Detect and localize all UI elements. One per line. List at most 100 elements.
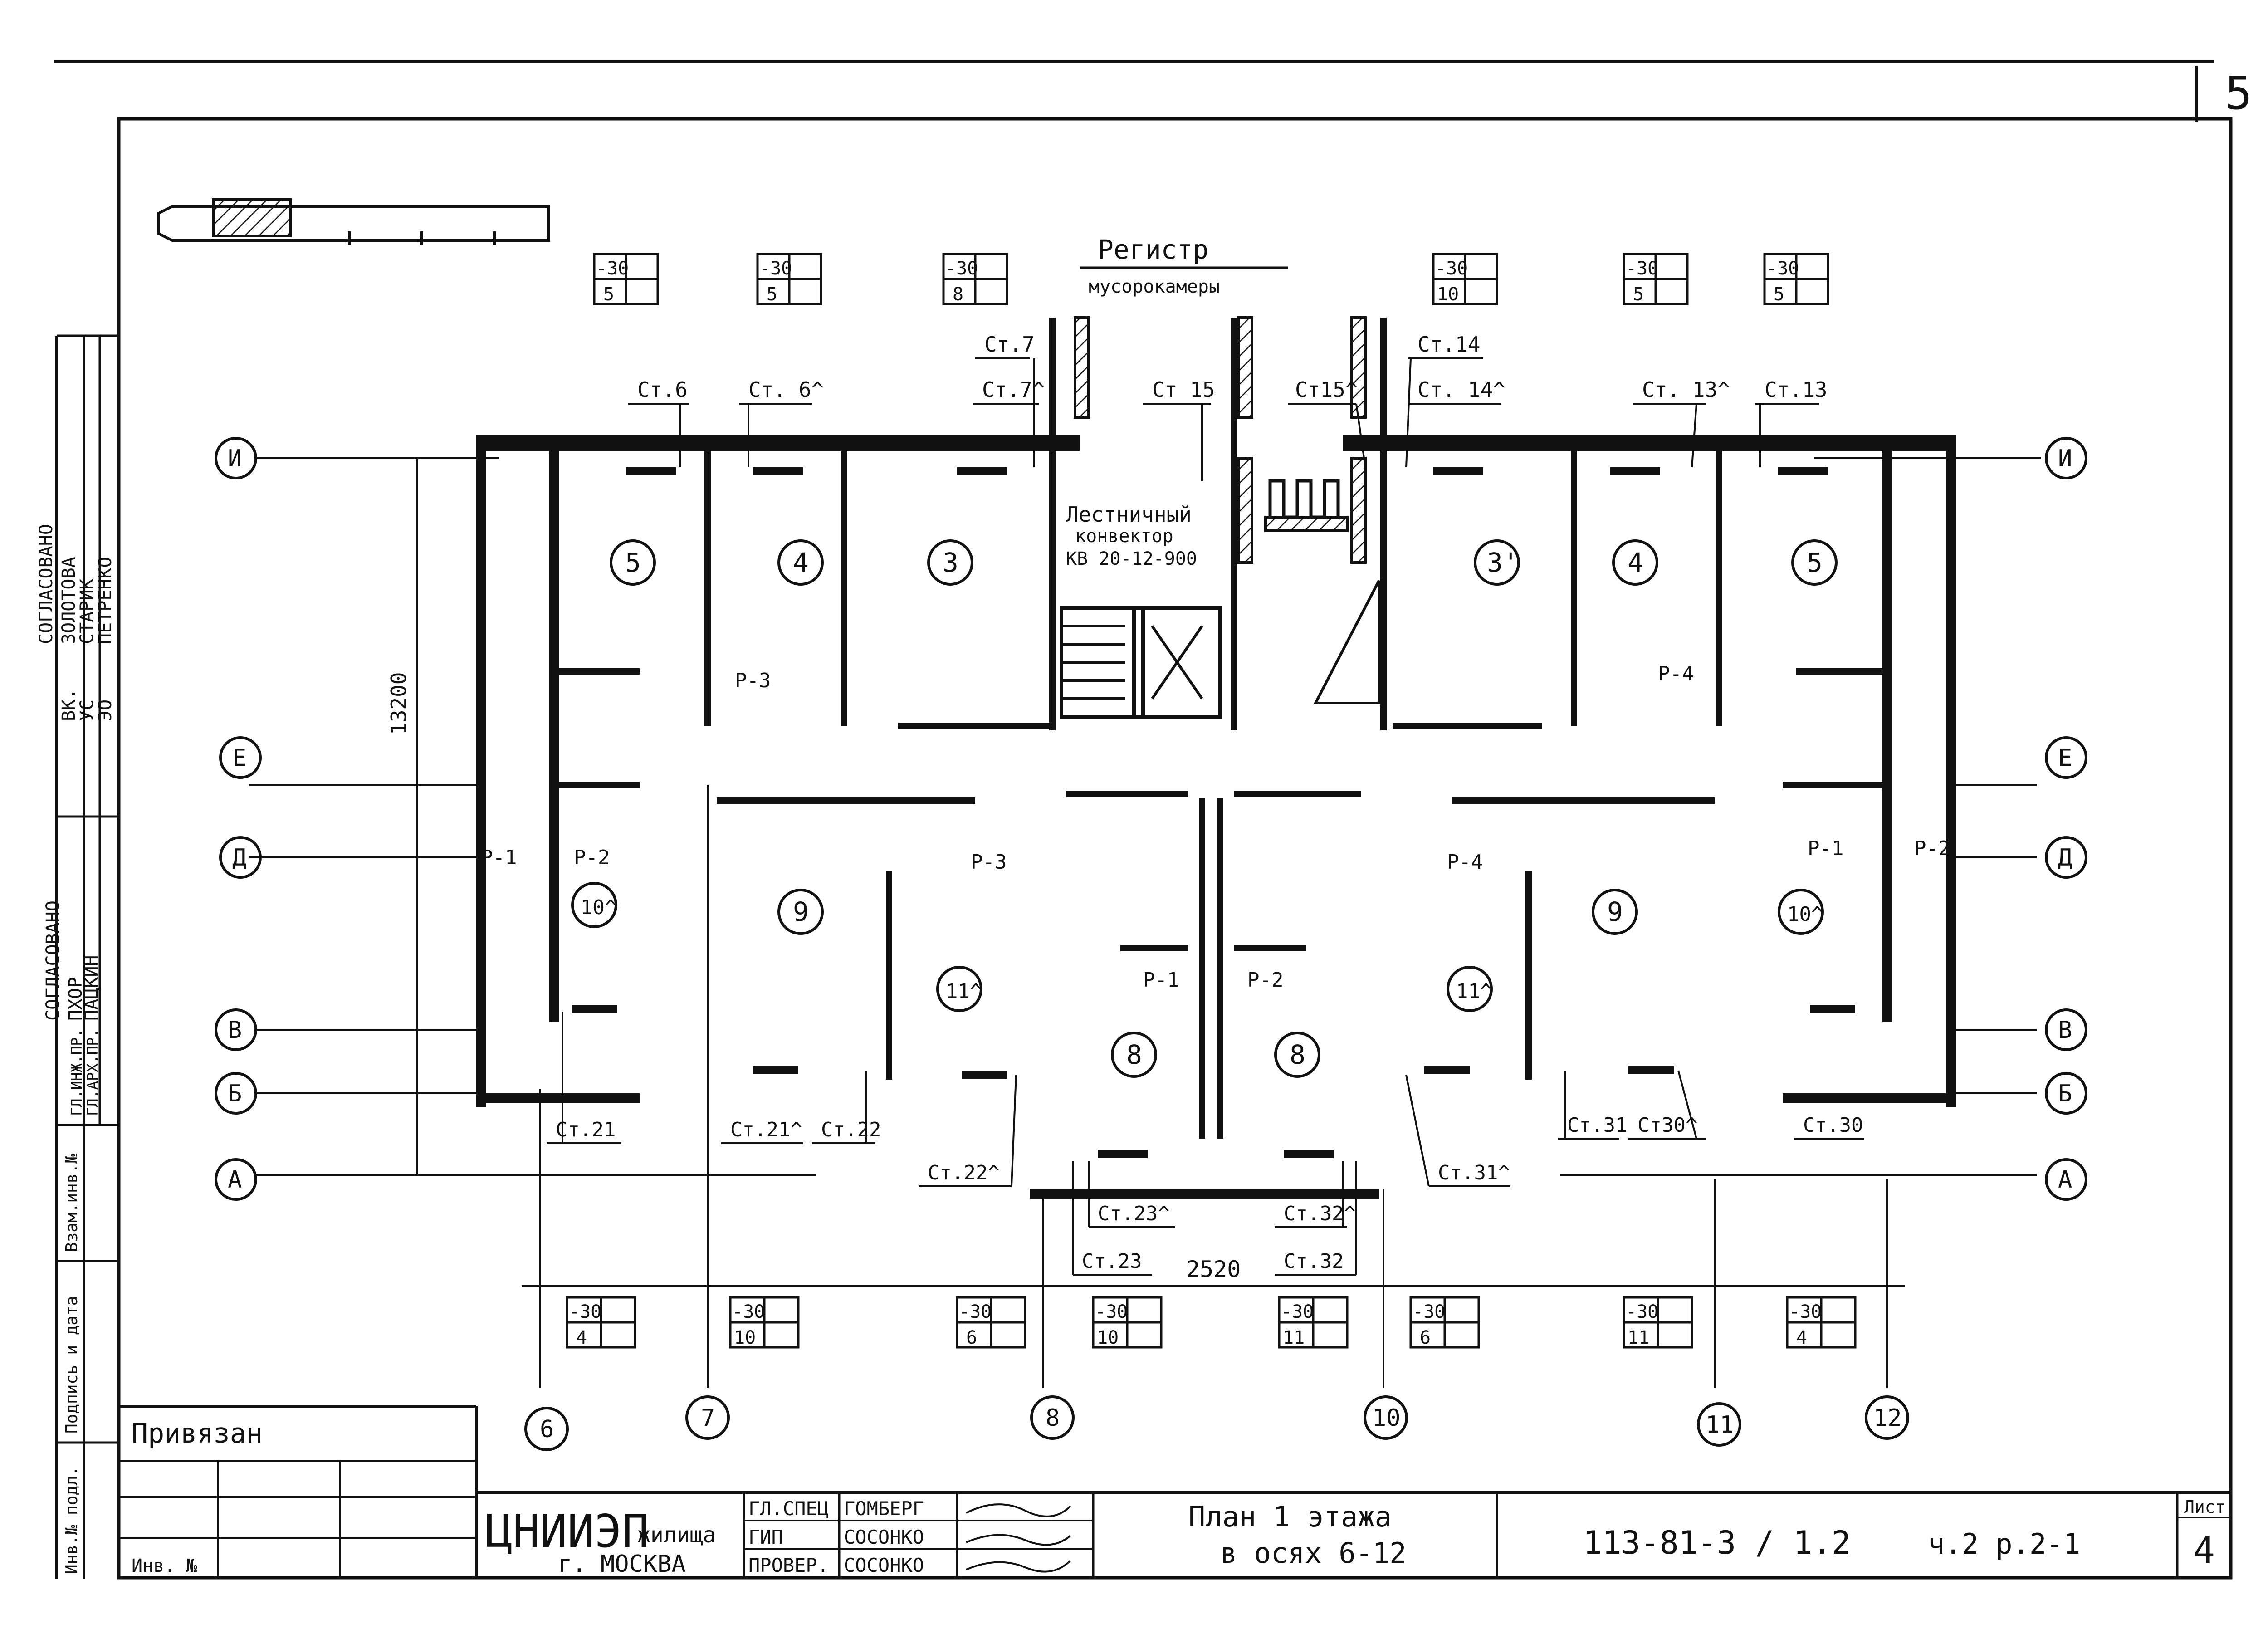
svg-text:И: И — [2058, 445, 2072, 472]
temp-label: -306 — [1409, 1296, 1480, 1349]
axis-bubble-12: 12 — [1865, 1395, 1909, 1440]
svg-text:Ст. 13^: Ст. 13^ — [1642, 377, 1730, 402]
signature — [966, 1503, 1071, 1517]
temp-label: -305 — [1763, 253, 1829, 305]
name-label: ГОМБЕРГ — [844, 1497, 924, 1520]
svg-text:УС: УС — [77, 700, 98, 721]
stair-label-2: конвектор — [1075, 526, 1173, 547]
room-number: 3' — [1474, 539, 1520, 586]
temp-label: -305 — [756, 253, 822, 305]
svg-text:11^: 11^ — [946, 980, 982, 1003]
riser-label: Ст15^ — [1288, 377, 1366, 468]
svg-text:-30: -30 — [1626, 258, 1658, 279]
svg-text:4: 4 — [1628, 547, 1643, 578]
svg-text:-30: -30 — [732, 1301, 765, 1322]
svg-text:5: 5 — [603, 284, 614, 305]
svg-text:Ст.23^: Ст.23^ — [1098, 1202, 1170, 1225]
axis-bubble-8: 8 — [1030, 1395, 1075, 1440]
svg-text:3: 3 — [943, 547, 958, 578]
temp-label: -305 — [593, 253, 659, 305]
axis-bubble-11: 11 — [1697, 1402, 1741, 1447]
sheet-label: Лист — [2184, 1497, 2226, 1517]
signature — [966, 1560, 1071, 1573]
riser-label: Ст.6 — [628, 377, 689, 467]
svg-text:-30: -30 — [1281, 1301, 1314, 1322]
room-number: 9 — [777, 889, 824, 935]
riser-label: Ст.21^ — [721, 1118, 803, 1144]
riser-label: Ст. 13^ — [1633, 377, 1730, 468]
privyazan-label: Привязан — [132, 1418, 263, 1449]
r-label: Р-1 — [1143, 969, 1179, 992]
svg-text:Ст.6: Ст.6 — [637, 377, 688, 402]
svg-text:-30: -30 — [596, 258, 629, 279]
register-sub-label: мусорокамеры — [1089, 276, 1220, 297]
svg-text:-30: -30 — [1413, 1301, 1445, 1322]
role-label: ПРОВЕР. — [748, 1554, 829, 1576]
riser-label: Ст.22 — [812, 1071, 881, 1144]
svg-text:4: 4 — [793, 547, 809, 578]
riser-label: Ст.32^ — [1275, 1161, 1356, 1228]
svg-text:12: 12 — [1873, 1404, 1902, 1432]
org-suffix: жилища — [637, 1522, 716, 1548]
svg-text:11^: 11^ — [1456, 980, 1492, 1003]
room-number: 8 — [1274, 1032, 1320, 1078]
drawing-frame — [117, 117, 2233, 1580]
svg-text:Ст. 6^: Ст. 6^ — [748, 377, 824, 402]
svg-text:Ст.32^: Ст.32^ — [1284, 1202, 1356, 1225]
room-number: 5 — [1791, 539, 1838, 586]
svg-text:Д: Д — [2058, 844, 2072, 871]
riser-label: Ст.23^ — [1088, 1161, 1175, 1228]
role-label: ГЛ.СПЕЦ — [748, 1497, 829, 1520]
svg-text:Ст.21: Ст.21 — [556, 1118, 616, 1141]
room-number: 3 — [927, 539, 973, 586]
stair-core — [1060, 316, 1380, 719]
svg-text:11: 11 — [1283, 1327, 1305, 1348]
stair-label-3: КВ 20-12-900 — [1066, 548, 1197, 569]
temp-label: -304 — [566, 1296, 636, 1349]
temp-label: -308 — [942, 253, 1008, 305]
riser-label: Ст.23 — [1072, 1161, 1152, 1276]
svg-text:6: 6 — [540, 1416, 554, 1443]
key-plan — [157, 198, 550, 245]
svg-text:4: 4 — [1796, 1327, 1807, 1348]
svg-text:Ст.22^: Ст.22^ — [928, 1161, 1000, 1184]
riser-label: Ст.7^ — [973, 358, 1045, 467]
svg-text:5: 5 — [767, 284, 777, 305]
interior-walls — [549, 318, 1882, 1139]
svg-text:4: 4 — [576, 1327, 587, 1348]
svg-text:ЗОЛОТОВА: ЗОЛОТОВА — [59, 557, 79, 644]
svg-text:-30: -30 — [1766, 258, 1799, 279]
riser-label: Ст. 6^ — [739, 377, 824, 467]
svg-text:Ст.32: Ст.32 — [1284, 1250, 1344, 1273]
signature — [966, 1534, 1071, 1546]
svg-text:10: 10 — [734, 1327, 756, 1348]
svg-text:-30: -30 — [959, 1301, 992, 1322]
axis-bubble-10: 10 — [1364, 1395, 1408, 1440]
riser-labels-top: Ст.6 Ст. 6^ Ст.7 Ст.7^ Ст 15 Ст15^ Ст.14… — [628, 332, 1827, 481]
riser-label: Ст.31 — [1558, 1071, 1627, 1140]
r-label: Р-2 — [1914, 837, 1950, 860]
svg-text:8: 8 — [953, 284, 963, 305]
svg-text:Ст30^: Ст30^ — [1637, 1114, 1697, 1137]
exterior-walls — [476, 435, 1956, 1199]
svg-text:ПХОР: ПХОР — [65, 977, 86, 1021]
r-label: Р-2 — [1247, 969, 1283, 992]
inv-label: Инв. № — [132, 1556, 197, 1576]
sheet-number: 5 — [2225, 67, 2252, 120]
svg-text:10: 10 — [1437, 284, 1459, 305]
riser-label: Ст.7 — [975, 332, 1035, 359]
riser-label: Ст.22^ — [919, 1075, 1017, 1187]
svg-text:5: 5 — [1807, 547, 1823, 578]
riser-labels-bottom: Ст.21 Ст.21^ Ст.22 Ст.22^ Ст.23^ Ст.23 С… — [547, 1012, 1864, 1276]
svg-text:Ст.23: Ст.23 — [1082, 1250, 1142, 1273]
temp-label: -306 — [956, 1296, 1026, 1349]
svg-text:8: 8 — [1046, 1404, 1060, 1432]
riser-label: Ст.21 — [547, 1012, 621, 1144]
svg-text:7: 7 — [701, 1404, 715, 1432]
